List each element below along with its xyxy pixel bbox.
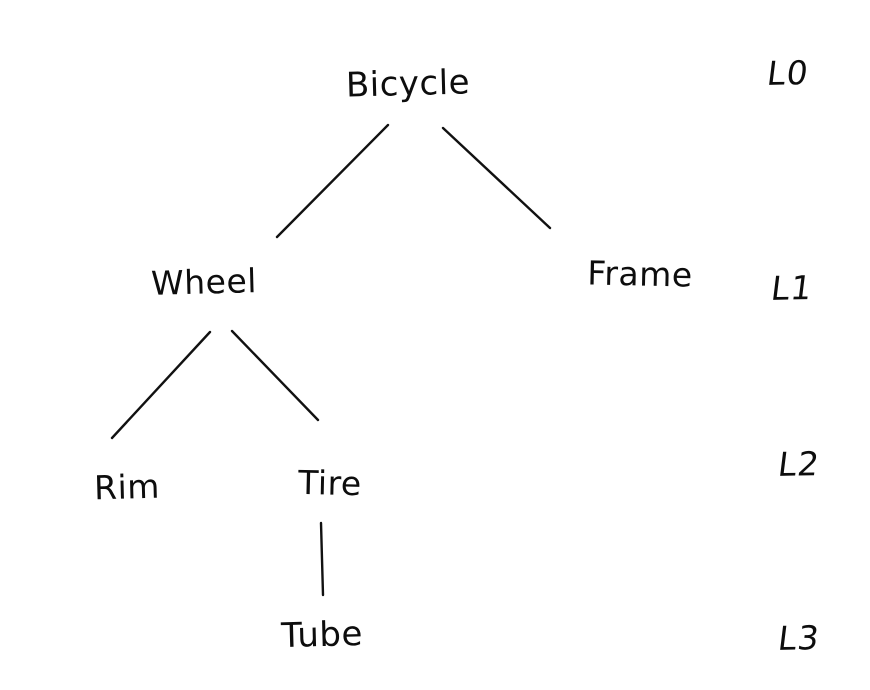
edge-wheel-tire [230, 329, 320, 422]
edge-bicycle-frame [441, 126, 552, 230]
node-tube: Tube [280, 613, 364, 657]
level-label-l0: L0 [764, 53, 812, 93]
level-label-l3: L3 [775, 618, 823, 658]
edge-bicycle-wheel [275, 123, 390, 239]
node-frame: Frame [586, 253, 694, 295]
node-bicycle: Bicycle [345, 62, 471, 106]
node-wheel: Wheel [150, 261, 258, 303]
edge-tire-tube [319, 521, 325, 597]
level-label-l1: L1 [768, 268, 816, 308]
level-label-l2: L2 [775, 444, 823, 484]
edge-wheel-rim [110, 330, 212, 440]
node-tire: Tire [297, 462, 363, 504]
node-rim: Rim [93, 466, 161, 508]
